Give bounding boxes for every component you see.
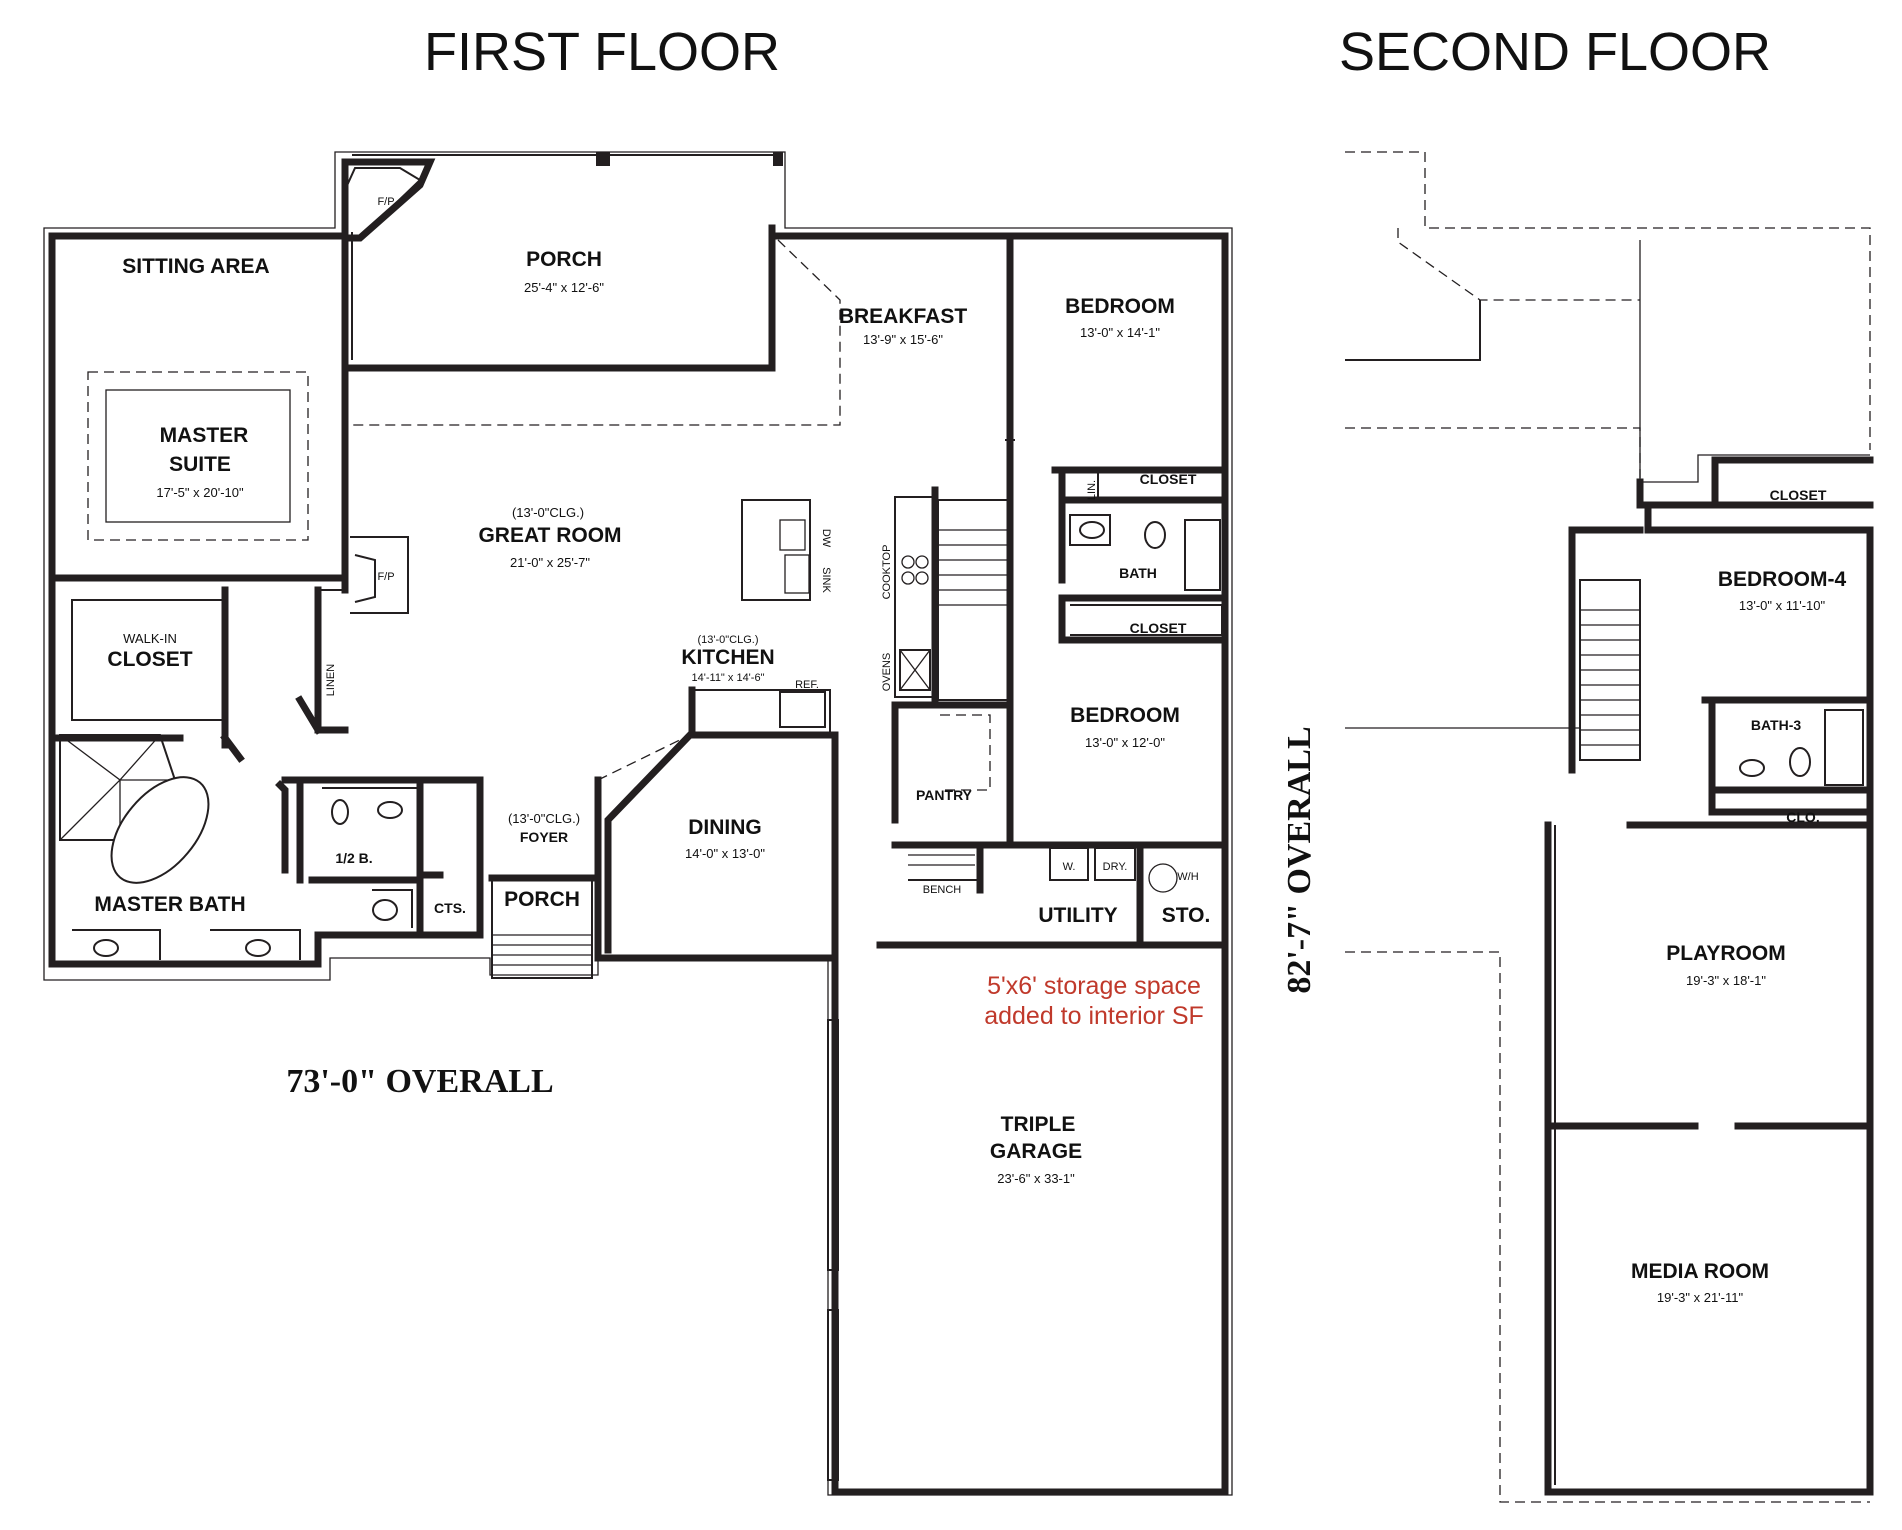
- overall-depth: 82'-7" OVERALL: [1281, 726, 1318, 993]
- label-sitting-area: SITTING AREA: [122, 255, 269, 278]
- overall-width: 73'-0" OVERALL: [286, 1063, 553, 1100]
- dim-kitchen: 14'-11" x 14'-6": [692, 672, 765, 684]
- label-porch-back: PORCH: [526, 248, 602, 271]
- second-floor-title: SECOND FLOOR: [1339, 22, 1771, 82]
- storage-note-line2: added to interior SF: [984, 1002, 1204, 1030]
- label-ovens: OVENS: [881, 653, 893, 692]
- label-dryer: DRY.: [1103, 861, 1128, 873]
- dim-breakfast: 13'-9" x 15'-6": [863, 332, 943, 347]
- label-foyer: FOYER: [520, 829, 568, 845]
- label-utility: UTILITY: [1038, 904, 1117, 927]
- first-floor-plan: [43, 151, 1233, 1496]
- label-bench: BENCH: [923, 884, 962, 896]
- label-walk-in-closet: CLOSET: [107, 648, 192, 671]
- label-master-suite-1: MASTER: [160, 424, 249, 447]
- label-cts: CTS.: [434, 900, 466, 916]
- label-closet-c: CLOSET: [1770, 487, 1827, 503]
- label-refrigerator: REF.: [795, 679, 819, 691]
- dim-media-room: 19'-3" x 21'-11": [1657, 1290, 1744, 1305]
- label-fireplace-indoor: F/P: [377, 571, 394, 583]
- label-garage-2: GARAGE: [990, 1140, 1082, 1163]
- label-great-room: GREAT ROOM: [478, 524, 621, 547]
- label-bedroom-a: BEDROOM: [1065, 295, 1175, 318]
- label-bedroom-b: BEDROOM: [1070, 704, 1180, 727]
- dim-porch-back: 25'-4" x 12'-6": [524, 280, 604, 295]
- label-bedroom-4: BEDROOM-4: [1718, 568, 1847, 591]
- label-lin: LIN.: [1086, 480, 1098, 500]
- label-playroom: PLAYROOM: [1666, 942, 1785, 965]
- label-media-room: MEDIA ROOM: [1631, 1260, 1769, 1283]
- dim-bedroom-4: 13'-0" x 11'-10": [1739, 598, 1826, 613]
- dim-bedroom-a: 13'-0" x 14'-1": [1080, 325, 1160, 340]
- ceiling-great-room: (13'-0"CLG.): [512, 505, 584, 520]
- label-pantry: PANTRY: [916, 787, 973, 803]
- dim-bedroom-b: 13'-0" x 12'-0": [1085, 735, 1165, 750]
- dim-dining: 14'-0" x 13'-0": [685, 846, 765, 861]
- dim-garage: 23'-6" x 33-1": [997, 1171, 1075, 1186]
- label-master-suite-2: SUITE: [169, 453, 231, 476]
- label-breakfast: BREAKFAST: [839, 305, 968, 328]
- label-clo: CLO.: [1786, 809, 1819, 825]
- label-closet-b: CLOSET: [1130, 620, 1187, 636]
- ceiling-kitchen: (13'-0"CLG.): [697, 634, 758, 646]
- label-linen: LINEN: [325, 664, 337, 696]
- label-garage-1: TRIPLE: [1001, 1113, 1076, 1136]
- label-dishwasher: DW: [820, 529, 832, 548]
- ceiling-foyer: (13'-0"CLG.): [508, 811, 580, 826]
- label-closet-a: CLOSET: [1140, 471, 1197, 487]
- label-water-heater: W/H: [1177, 871, 1198, 883]
- label-cooktop: COOKTOP: [881, 545, 893, 600]
- label-walk-in-pre: WALK-IN: [123, 631, 177, 646]
- label-bath-3: BATH-3: [1751, 717, 1802, 733]
- room-labels: SITTING AREA PORCH 25'-4" x 12'-6" BREAK…: [94, 248, 1846, 1305]
- label-sink: SINK: [820, 567, 832, 593]
- label-half-bath: 1/2 B.: [335, 850, 372, 866]
- storage-note-line1: 5'x6' storage space: [987, 972, 1201, 1000]
- label-kitchen: KITCHEN: [681, 646, 774, 669]
- dim-great-room: 21'-0" x 25'-7": [510, 555, 590, 570]
- label-master-bath: MASTER BATH: [94, 893, 245, 916]
- first-floor-title: FIRST FLOOR: [424, 22, 780, 82]
- label-porch-front: PORCH: [504, 888, 580, 911]
- fixture-labels: F/P F/P LINEN LIN. DW SINK COOKTOP OVENS…: [325, 196, 1199, 896]
- label-washer: W.: [1063, 861, 1076, 873]
- dim-master-suite: 17'-5" x 20'-10": [156, 485, 244, 500]
- label-dining: DINING: [688, 816, 762, 839]
- dim-playroom: 19'-3" x 18'-1": [1686, 973, 1766, 988]
- label-sto: STO.: [1162, 904, 1211, 927]
- second-floor-plan: [1345, 151, 1874, 1503]
- label-fireplace-outdoor: F/P: [377, 196, 394, 208]
- label-bath-a: BATH: [1119, 565, 1157, 581]
